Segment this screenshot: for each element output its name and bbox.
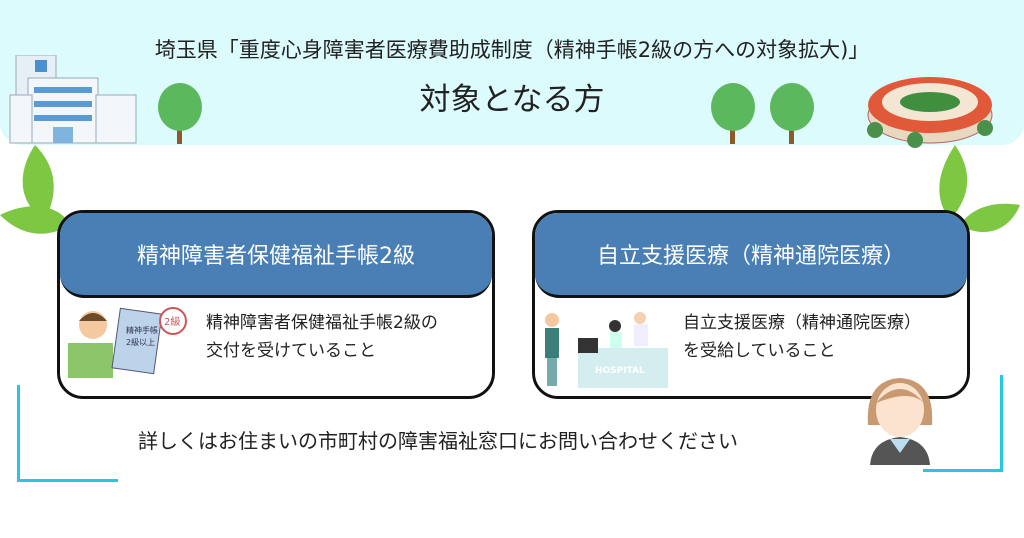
grade-badge: 2級 — [164, 315, 180, 328]
contact-note: 詳しくはお住まいの市町村の障害福祉窓口にお問い合わせください — [138, 429, 738, 453]
card-mental-health-handbook: 精神障害者保健福祉手帳2級 精神手帳 2級以上 2級 精神障害者保健福祉手帳2級… — [57, 210, 495, 399]
handbook-label-line2: 2級以上 — [126, 337, 155, 347]
page-subtitle: 対象となる方 — [419, 82, 605, 118]
card-heading: 自立支援医療（精神通院医療） — [535, 213, 967, 298]
card-heading: 精神障害者保健福祉手帳2級 — [60, 213, 492, 298]
staff-woman-illustration — [867, 378, 933, 465]
tree-icon — [770, 83, 814, 144]
page-title: 埼玉県「重度心身障害者医療費助成制度（精神手帳2級の方への対象拡大)」 — [154, 38, 870, 62]
card-body-line1: 自立支援医療（精神通院医療） — [683, 313, 921, 333]
tree-icon — [158, 83, 202, 144]
card-body-line1: 精神障害者保健福祉手帳2級の — [206, 313, 438, 333]
tree-icon — [711, 83, 755, 144]
handbook-label-line1: 精神手帳 — [126, 325, 158, 335]
stadium-icon — [867, 77, 993, 148]
bracket-right — [923, 375, 1003, 472]
card-body-line2: を受給していること — [683, 341, 836, 361]
card-independence-support-medical: 自立支援医療（精神通院医療） HOSPITAL 自立支援医療（精神通院医療） を… — [532, 210, 970, 399]
leaf-left-icon — [0, 145, 70, 234]
man-with-handbook-illustration: 精神手帳 2級以上 2級 — [68, 307, 187, 378]
card-body-line2: 交付を受けていること — [206, 341, 376, 361]
hospital-sign: HOSPITAL — [595, 366, 645, 376]
hospital-icon — [9, 55, 137, 144]
leaf-right-icon — [939, 145, 1020, 233]
bracket-left — [17, 385, 118, 482]
hospital-reception-illustration: HOSPITAL — [545, 312, 668, 388]
